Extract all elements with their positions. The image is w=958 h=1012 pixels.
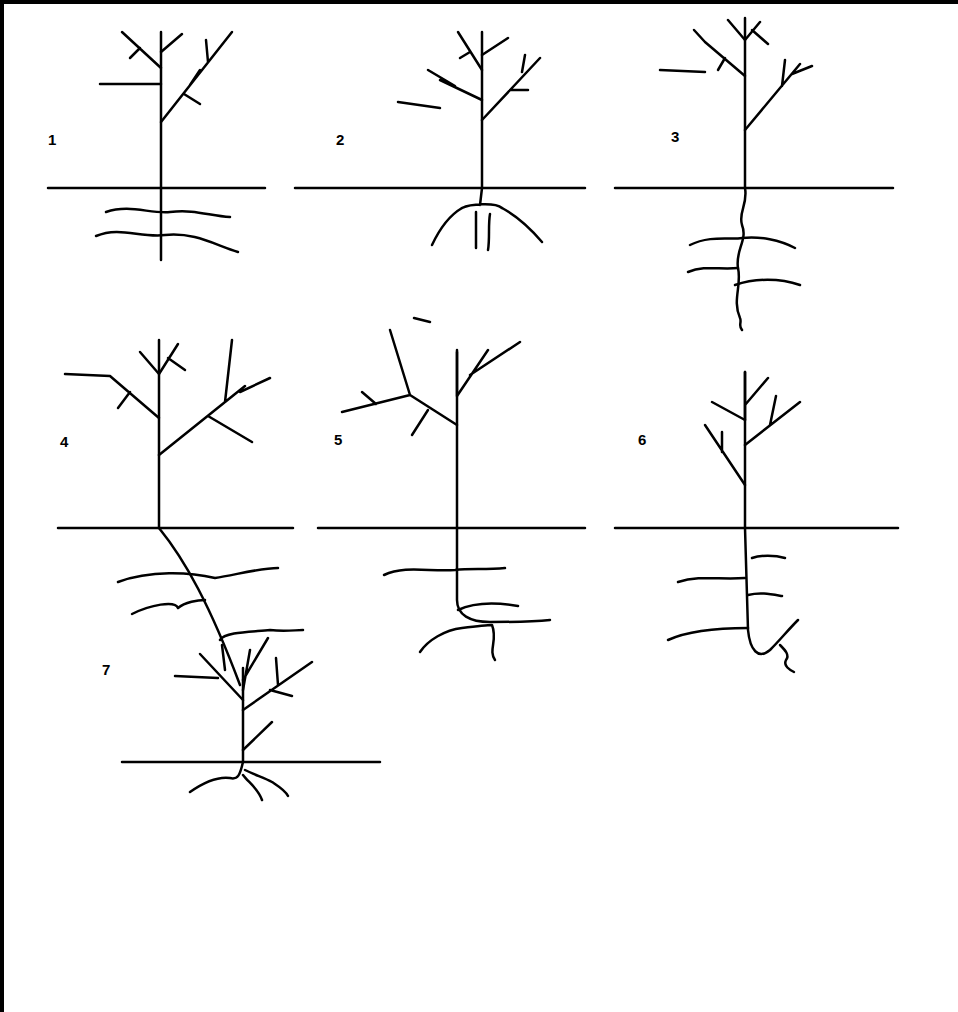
frame-line xyxy=(1,0,958,4)
tree-6 xyxy=(615,372,898,672)
callout-number: 3 xyxy=(671,129,679,144)
tree-4 xyxy=(58,340,303,685)
tree-7 xyxy=(122,638,380,800)
callout-number: 4 xyxy=(60,434,68,449)
frame-line xyxy=(0,0,4,1012)
callout-number: 5 xyxy=(334,432,342,447)
tree-3 xyxy=(615,18,893,330)
tree-5 xyxy=(318,318,585,660)
callout-number: 2 xyxy=(336,132,344,147)
tree-2 xyxy=(295,32,585,250)
callout-number: 7 xyxy=(102,662,110,677)
callout-number: 1 xyxy=(48,132,56,147)
tree-1 xyxy=(48,32,265,260)
callout-number: 6 xyxy=(638,432,646,447)
